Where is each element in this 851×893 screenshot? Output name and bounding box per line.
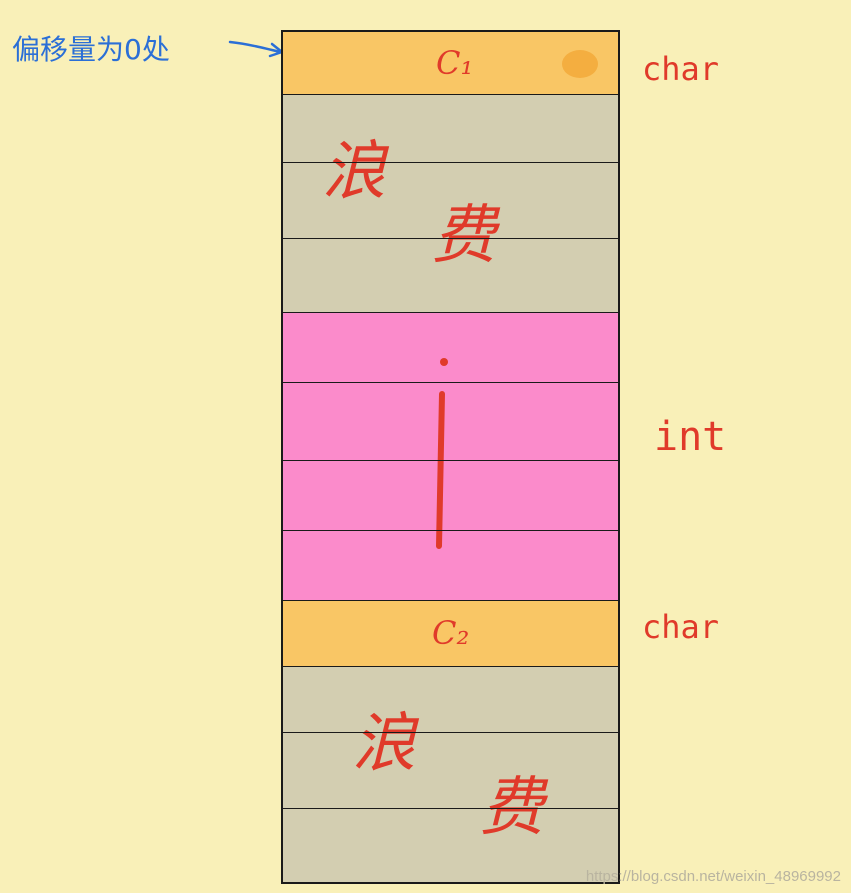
c2-label: C₂ [432, 614, 470, 652]
divider-line [281, 382, 620, 383]
block-int-i [281, 312, 620, 600]
divider-line [281, 162, 620, 163]
annotation-arrow-icon [228, 40, 284, 58]
int-i-glyph [424, 350, 454, 558]
divider-line [281, 732, 620, 733]
padding-2-char-b: 费 [480, 771, 544, 845]
divider-line [281, 460, 620, 461]
offset-zero-annotation: 偏移量为0处 [12, 33, 170, 66]
c1-label: C₁ [436, 44, 474, 82]
divider-line [281, 666, 620, 667]
block-c2 [281, 600, 620, 666]
block-padding-2 [281, 666, 620, 884]
divider-line [281, 600, 620, 601]
padding-1-char-b: 费 [432, 199, 496, 273]
block-padding-1 [281, 94, 620, 312]
c2-type-label: char [642, 608, 720, 646]
divider-line [281, 312, 620, 313]
watermark: https://blog.csdn.net/weixin_48969992 [585, 868, 841, 885]
int-type-label: int [654, 414, 727, 460]
padding-1-char-a: 浪 [322, 135, 386, 209]
c1-type-label: char [642, 50, 720, 88]
padding-2-char-a: 浪 [352, 707, 416, 781]
divider-line [281, 238, 620, 239]
divider-line [281, 94, 620, 95]
c1-highlight-dot [562, 50, 598, 78]
divider-line [281, 808, 620, 809]
divider-line [281, 530, 620, 531]
